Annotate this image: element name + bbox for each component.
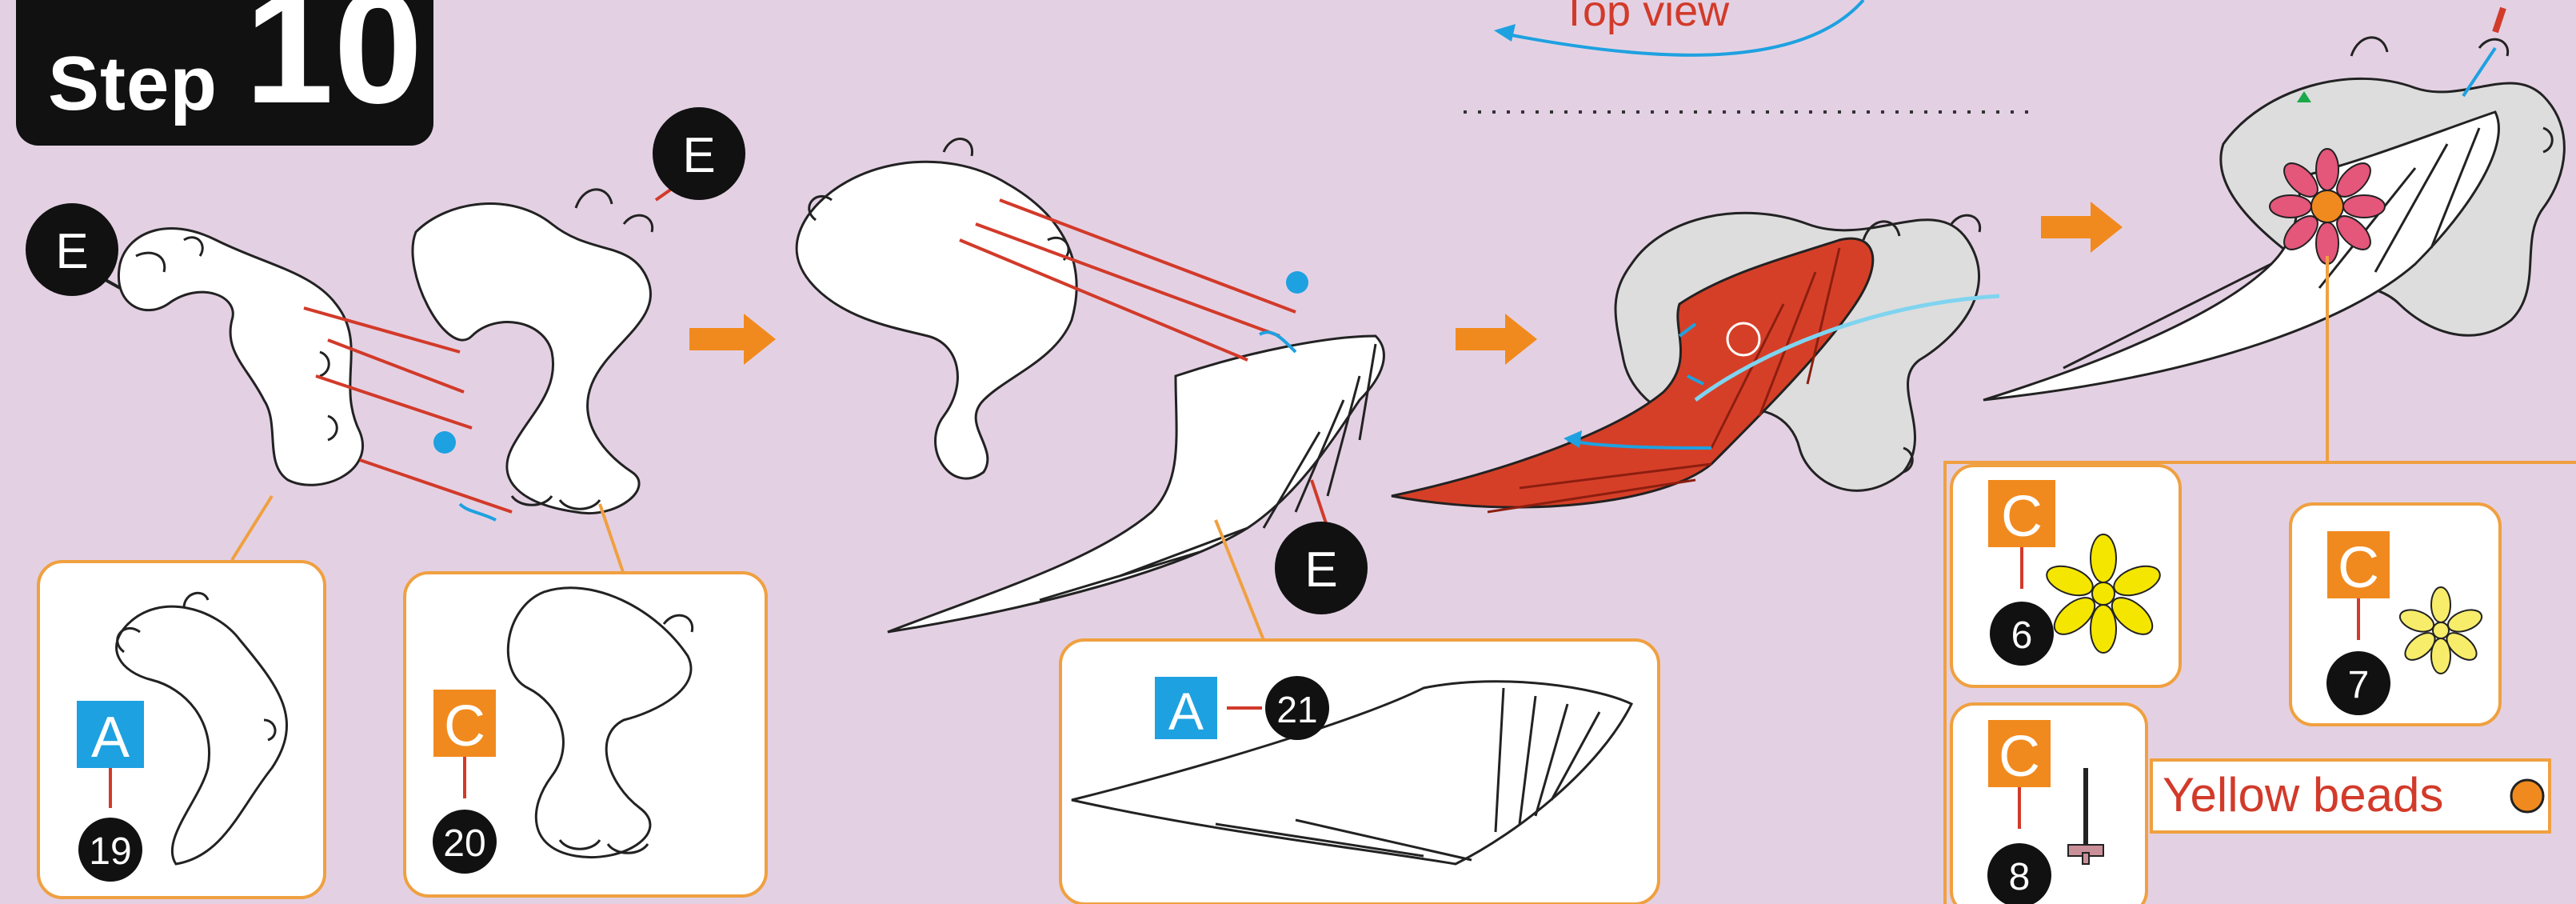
- part-letter: A: [1168, 682, 1204, 741]
- top-view-arrow: [1503, 0, 1865, 57]
- next-step-arrow: [689, 314, 776, 365]
- e-marker: E: [26, 203, 118, 296]
- part-number: 20: [443, 822, 485, 865]
- part-number: 19: [89, 830, 131, 873]
- callout-part-6: C 6: [1950, 464, 2182, 688]
- svg-text:E: E: [1304, 542, 1337, 598]
- callout-part-19: A 19: [37, 560, 326, 899]
- panel-1-assembly: E E: [26, 107, 745, 575]
- green-marker: [2297, 91, 2311, 102]
- top-view-label: Top view: [1561, 0, 1730, 35]
- panel-2-assembly: E: [795, 138, 1385, 641]
- step-badge: Step 10: [16, 0, 433, 146]
- yellow-flower-small: [2398, 586, 2483, 674]
- part-letter: C: [2338, 536, 2379, 600]
- white-wing-shape: [1983, 110, 2500, 402]
- part-number: 21: [1276, 689, 1317, 730]
- blue-dot-marker: [433, 431, 456, 454]
- wing-21-shape: [887, 334, 1385, 634]
- part-letter: C: [2001, 485, 2043, 549]
- svg-text:E: E: [682, 128, 715, 183]
- step-number: 10: [245, 0, 423, 137]
- yellow-beads-callout: Yellow beads: [2150, 758, 2551, 834]
- svg-text:E: E: [55, 224, 88, 279]
- piece-19-shape: [118, 227, 364, 486]
- step-word: Step: [48, 41, 218, 126]
- pin-piece: [2067, 768, 2104, 865]
- part-letter: A: [91, 706, 130, 770]
- part-number: 6: [2011, 614, 2033, 657]
- panel-3-assembly: [1391, 211, 2000, 514]
- part-number: 7: [2348, 664, 2370, 706]
- part-letter: C: [1999, 725, 2040, 789]
- yellow-beads-label: Yellow beads: [2163, 768, 2443, 822]
- yellow-bead-icon: [2510, 778, 2545, 814]
- piece-20-shape: [411, 202, 652, 514]
- part-number: 8: [2009, 856, 2031, 898]
- callout-part-20: C 20: [403, 571, 768, 898]
- e-marker: E: [1275, 522, 1368, 614]
- top-view-arrowhead: [1494, 24, 1516, 42]
- callout-part-8: C 8: [1950, 702, 2148, 904]
- part-letter: C: [444, 694, 485, 758]
- red-wing-shape: [1391, 237, 1875, 509]
- e-marker: E: [653, 107, 745, 200]
- next-step-arrow: [1456, 314, 1537, 365]
- pink-flower: [2269, 148, 2386, 265]
- panel-4-assembly: [1983, 6, 2566, 464]
- callout-part-7: C 7: [2289, 502, 2502, 726]
- callout-part-21: A 21: [1059, 638, 1660, 904]
- yellow-flower-large: [2046, 534, 2161, 654]
- next-step-arrow: [2041, 202, 2123, 253]
